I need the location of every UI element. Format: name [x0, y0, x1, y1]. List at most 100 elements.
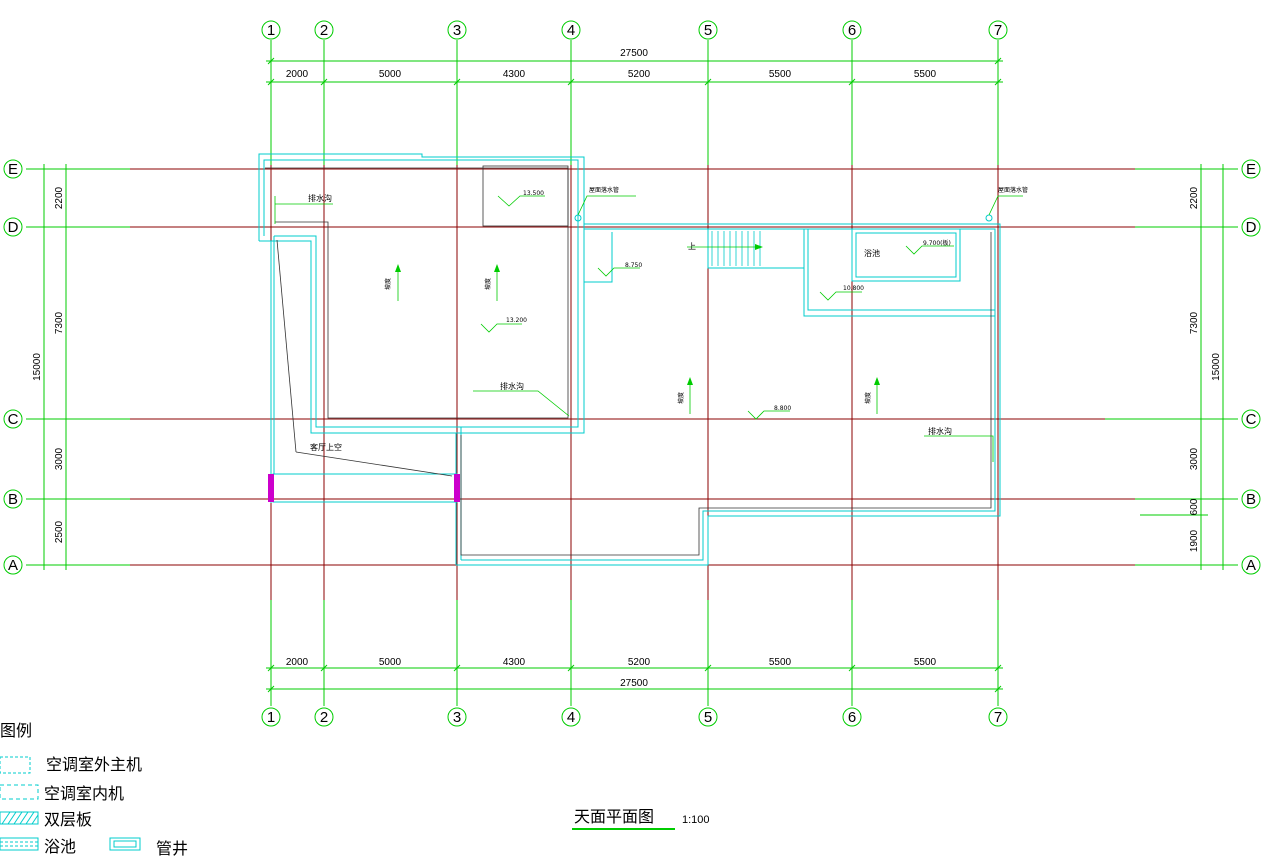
dim-left-4: 2500 [54, 520, 65, 543]
dim-left-total: 15000 [32, 353, 43, 381]
dim-bottom-3: 4300 [503, 657, 526, 668]
dim-top-total: 27500 [620, 48, 648, 59]
axis-label-bottom-2: 2 [320, 709, 328, 726]
dim-right-5: 1900 [1189, 529, 1200, 552]
axis-bubble-top-3 [447, 20, 467, 40]
void-label: 客厅上空 [310, 442, 342, 452]
drain-label-2: 排水沟 [500, 381, 524, 391]
legend: 图例 空调室外主机 空调室内机 双层板 浴池 管井 [0, 721, 188, 858]
dim-bottom-6: 5500 [914, 657, 937, 668]
axis-label-bottom-1: 1 [267, 709, 275, 726]
dim-bottom-2: 5000 [379, 657, 402, 668]
drawing-scale: 1:100 [682, 814, 710, 826]
axis-label-right-B: B [1246, 491, 1256, 508]
axis-label-left-E: E [8, 161, 18, 178]
elevation-label-4: 9.700(板) [923, 239, 951, 247]
axis-lines [130, 165, 1135, 600]
axis-label-top-2: 2 [320, 22, 328, 39]
axis-bubble-right-B [1241, 489, 1261, 509]
axis-label-right-A: A [1246, 557, 1256, 574]
legend-item-ac-indoor: 空调室内机 [44, 784, 124, 803]
dim-top-4: 5200 [628, 69, 651, 80]
dim-left-2: 7300 [54, 311, 65, 334]
axis-label-left-B: B [8, 491, 18, 508]
legend-item-ac-outdoor: 空调室外主机 [46, 755, 142, 774]
axis-label-top-7: 7 [994, 22, 1002, 39]
dim-right-1: 2200 [1189, 186, 1200, 209]
axis-label-top-5: 5 [704, 22, 712, 39]
legend-item-pool: 浴池 [44, 837, 76, 856]
axis-bubble-right-A [1241, 555, 1261, 575]
dim-right-4: 600 [1189, 498, 1200, 515]
axis-bubble-top-2 [314, 20, 334, 40]
legend-symbol-ac-indoor [0, 784, 39, 800]
elevation-label-6: 8.800 [774, 405, 791, 412]
axis-bubble-bottom-5 [698, 707, 718, 727]
axis-label-top-6: 6 [848, 22, 856, 39]
elevation-label-2: 8.750 [625, 262, 642, 269]
axis-label-left-D: D [8, 219, 19, 236]
axis-bubble-left-A [3, 555, 23, 575]
downpipe-label-1: 屋面落水管 [589, 186, 619, 194]
dim-top-6: 5500 [914, 69, 937, 80]
dim-top-3: 4300 [503, 69, 526, 80]
axis-bubble-bottom-4 [561, 707, 581, 727]
axis-label-bottom-3: 3 [453, 709, 461, 726]
axis-bubble-bottom-6 [842, 707, 862, 727]
axis-label-top-4: 4 [567, 22, 575, 39]
dimension-texts-right: 2200 7300 3000 600 1900 15000 [1189, 186, 1222, 552]
dim-top-1: 2000 [286, 69, 309, 80]
axis-label-bottom-6: 6 [848, 709, 856, 726]
axis-bubble-left-C [3, 409, 23, 429]
dim-right-2: 7300 [1189, 311, 1200, 334]
axis-bubble-bottom-7 [988, 707, 1008, 727]
axis-label-top-1: 1 [267, 22, 275, 39]
legend-symbol-pool [0, 837, 39, 851]
dimension-texts-top: 27500 2000 5000 4300 5200 5500 5500 [286, 48, 937, 80]
arrow-heads [395, 244, 880, 385]
axis-bubble-top-4 [561, 20, 581, 40]
axis-label-right-D: D [1246, 219, 1257, 236]
axis-label-bottom-4: 4 [567, 709, 575, 726]
axis-bubble-left-E [3, 159, 23, 179]
legend-symbol-double-slab [0, 811, 39, 825]
axis-label-bottom-5: 5 [704, 709, 712, 726]
axis-label-left-A: A [8, 557, 18, 574]
axis-label-top-3: 3 [453, 22, 461, 39]
legend-title: 图例 [0, 721, 32, 740]
elevation-label-1: 13.500 [523, 190, 544, 197]
legend-item-double-slab: 双层板 [44, 810, 92, 829]
drain-label-1: 排水沟 [308, 193, 332, 203]
dim-top-2: 5000 [379, 69, 402, 80]
axis-bubble-labels: 1 2 3 4 5 6 7 1 2 3 4 5 6 7 E D C B A E … [8, 22, 1257, 726]
axis-bubbles [3, 20, 1261, 727]
drawing-title-block: 天面平面图 1:100 [572, 807, 710, 830]
axis-bubble-bottom-3 [447, 707, 467, 727]
dim-bottom-1: 2000 [286, 657, 309, 668]
legend-symbol-pipe-shaft [109, 837, 141, 851]
axis-bubble-left-B [3, 489, 23, 509]
axis-bubble-left-D [3, 217, 23, 237]
axis-bubble-top-5 [698, 20, 718, 40]
axis-label-bottom-7: 7 [994, 709, 1002, 726]
axis-bubble-top-7 [988, 20, 1008, 40]
axis-bubble-top-1 [261, 20, 281, 40]
dimension-texts-bottom: 2000 5000 4300 5200 5500 5500 27500 [286, 657, 937, 689]
roof-outlines [265, 165, 992, 556]
axis-bubble-bottom-1 [261, 707, 281, 727]
dim-bottom-4: 5200 [628, 657, 651, 668]
magenta-marker-right [454, 474, 460, 502]
stair-up-label: 上 [688, 242, 696, 251]
elevation-label-5: 10.800 [843, 285, 864, 292]
axis-bubble-bottom-2 [314, 707, 334, 727]
axis-bubble-right-D [1241, 217, 1261, 237]
dim-left-1: 2200 [54, 186, 65, 209]
drain-label-3: 排水沟 [928, 426, 952, 436]
slope-label-1: 坡度 [384, 278, 392, 290]
axis-label-right-C: C [1246, 411, 1257, 428]
pool-label: 浴池 [864, 248, 880, 258]
elevation-label-3: 13.200 [506, 317, 527, 324]
dim-top-5: 5500 [769, 69, 792, 80]
axis-label-left-C: C [8, 411, 19, 428]
